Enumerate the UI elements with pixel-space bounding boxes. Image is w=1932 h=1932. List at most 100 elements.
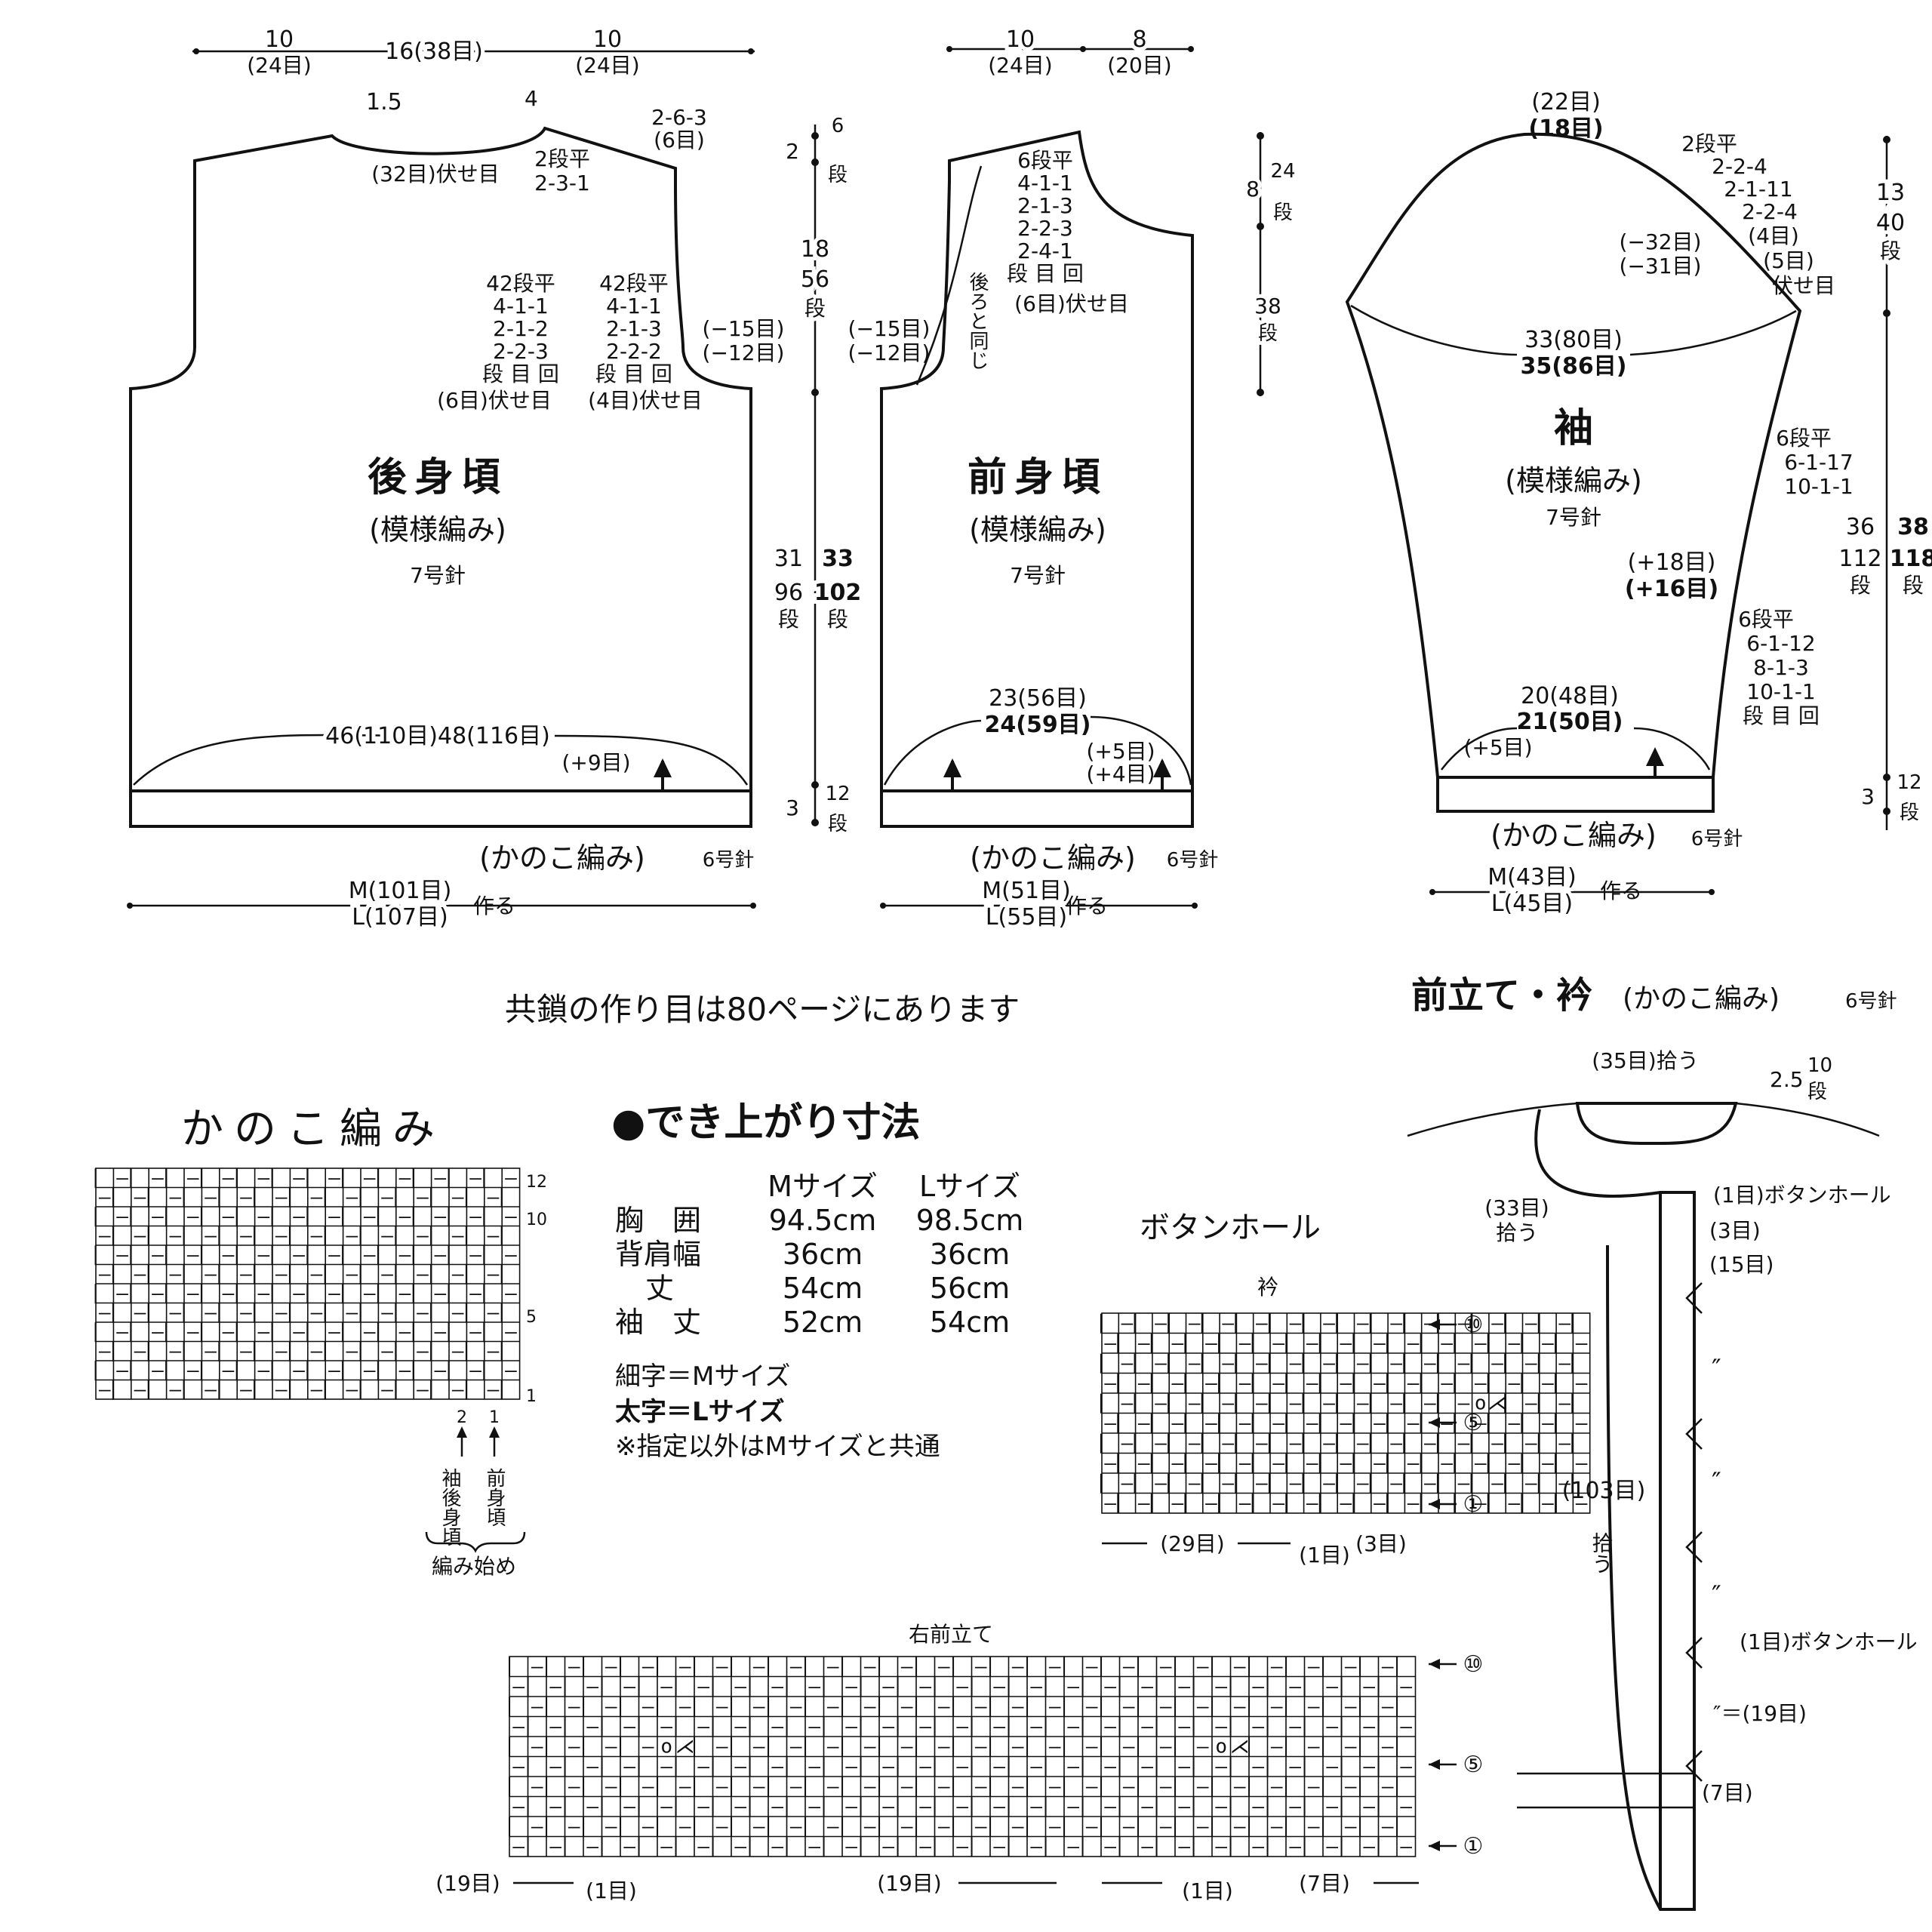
stitch-symbol: ⎸ [971, 1835, 991, 1858]
back-top-dim-3-st: (24目) [575, 53, 639, 78]
stitch-symbol: ⎸ [271, 1167, 291, 1189]
stitch-symbol: — [1441, 1452, 1453, 1475]
svg-text:12: 12 [825, 783, 850, 805]
stitch-symbol: ⎸ [1235, 1352, 1255, 1374]
stitch-symbol: ⎸ [619, 1735, 639, 1758]
stitch-symbol: — [205, 1340, 217, 1362]
stitch-symbol: ⎸ [94, 1205, 115, 1228]
stitch-symbol: ⎸ [341, 1359, 361, 1382]
stitch-symbol: — [1104, 1452, 1116, 1475]
svg-text:段 目 回: 段 目 回 [1743, 703, 1820, 728]
stitch-symbol: — [1390, 1432, 1402, 1454]
stitch-symbol: ⎸ [619, 1655, 639, 1678]
stitch-symbol: ⎸ [1235, 1472, 1255, 1494]
stitch-symbol: ⎸ [1217, 1412, 1238, 1435]
stitch-symbol: ⎸ [482, 1205, 503, 1228]
stitch-symbol: ⎸ [306, 1359, 326, 1382]
stitch-symbol: — [1160, 1775, 1172, 1798]
stitch-symbol: ⎸ [1335, 1432, 1355, 1454]
stitch-symbol: — [938, 1695, 950, 1718]
stitch-symbol: — [240, 1263, 252, 1285]
stitch-symbol: — [311, 1263, 323, 1285]
stitch-symbol: — [1155, 1352, 1167, 1374]
stitch-symbol: ⎸ [253, 1263, 273, 1285]
svg-text:段: 段 [828, 164, 848, 186]
stitch-symbol: — [1104, 1372, 1116, 1395]
collar-pick-top: (35目)拾う [1592, 1048, 1698, 1073]
stitch-symbol: — [1189, 1312, 1201, 1334]
stitch-symbol: ⎸ [1420, 1332, 1440, 1355]
stitch-symbol: ⎸ [841, 1775, 861, 1798]
stitch-symbol: — [975, 1695, 987, 1718]
stitch-symbol: ⎸ [897, 1715, 917, 1738]
stitch-symbol: ⎸ [841, 1735, 861, 1758]
stitch-symbol: — [1509, 1332, 1521, 1355]
stitch-symbol: ⎸ [601, 1715, 621, 1738]
stitch-symbol: ⎸ [508, 1815, 528, 1838]
svg-text:118: 118 [1890, 546, 1932, 572]
stitch-symbol: — [1172, 1452, 1184, 1475]
sleeve-cap-dec-m: (−32目) [1620, 229, 1702, 254]
sleeve-width-m: 33(80目) [1524, 327, 1623, 353]
stitch-symbol: ⎸ [465, 1263, 485, 1285]
stitch-symbol: — [1558, 1432, 1571, 1454]
stitch-symbol: ⎸ [1403, 1312, 1423, 1334]
stitch-symbol: — [1155, 1312, 1167, 1334]
stitch-symbol: — [275, 1301, 288, 1324]
stitch-symbol: ⎸ [183, 1263, 203, 1285]
stitch-symbol: ⎸ [1321, 1815, 1342, 1838]
stitch-symbol: — [417, 1301, 429, 1324]
stitch-symbol: — [346, 1301, 358, 1324]
stitch-symbol: ⎸ [619, 1775, 639, 1798]
stitch-symbol: ⎸ [1229, 1755, 1250, 1778]
stitch-symbol: ⎸ [1116, 1492, 1137, 1515]
stitch-symbol: ⎸ [129, 1321, 149, 1343]
stitch-symbol: — [586, 1675, 598, 1698]
body-height-dims: 2 6 段 18 56 段 31 96 段 33 102 段 3 12 段 [771, 115, 865, 835]
svg-text:2-2-2: 2-2-2 [606, 339, 662, 364]
stitch-symbol: — [1458, 1352, 1470, 1374]
stitch-symbol: — [257, 1359, 269, 1382]
stitch-symbol: — [1323, 1312, 1335, 1334]
stitch-symbol: ⎸ [1503, 1472, 1524, 1494]
sleeve-title: 袖 [1554, 406, 1593, 451]
stitch-symbol: ⎸ [1137, 1735, 1157, 1758]
svg-text:(20目): (20目) [1107, 53, 1171, 78]
stitch-symbol: ⎸ [767, 1695, 787, 1718]
stitch-symbol: — [1345, 1655, 1357, 1678]
stitch-symbol: — [1256, 1392, 1268, 1414]
stitch-symbol: — [1308, 1775, 1320, 1798]
stitch-symbol: — [1222, 1392, 1234, 1414]
stitch-symbol: — [845, 1795, 857, 1818]
stitch-symbol: — [586, 1715, 598, 1738]
svg-text:(19目): (19目) [435, 1871, 500, 1896]
stitch-symbol: — [623, 1675, 635, 1698]
stitch-symbol: ⎸ [508, 1735, 528, 1758]
stitch-symbol: ⎸ [1026, 1735, 1046, 1758]
stitch-symbol: ⎸ [1268, 1312, 1288, 1334]
stitch-symbol: — [1067, 1675, 1079, 1698]
note-common: ※指定以外はMサイズと共通 [615, 1432, 940, 1462]
stitch-symbol: — [169, 1263, 181, 1285]
stitch-symbol: — [882, 1755, 894, 1778]
stitch-symbol: ⎸ [804, 1695, 824, 1718]
stitch-symbol: ⎸ [1026, 1775, 1046, 1798]
stitch-symbol: — [1576, 1492, 1588, 1515]
stitch-symbol: — [399, 1205, 411, 1228]
stitch-symbol: — [452, 1378, 464, 1401]
stitch-symbol: — [469, 1359, 481, 1382]
stitch-symbol: — [99, 1186, 111, 1208]
stitch-symbol: — [808, 1715, 820, 1738]
svg-text:⑤: ⑤ [1463, 1410, 1484, 1436]
stitch-symbol: ⎸ [288, 1378, 309, 1401]
stitch-symbol: — [1205, 1372, 1217, 1395]
stitch-symbol: ⎸ [730, 1655, 750, 1678]
collar-needle: 6号針 [1845, 990, 1897, 1013]
svg-text:40: 40 [1876, 210, 1905, 236]
svg-text:段 目 回: 段 目 回 [482, 361, 559, 386]
stitch-symbol: — [642, 1775, 654, 1798]
stitch-symbol: ⎸ [147, 1263, 168, 1285]
stitch-symbol: — [381, 1378, 393, 1401]
stitch-symbol-k2tog: ⋌ [675, 1735, 695, 1758]
stitch-symbol: ⎸ [638, 1715, 658, 1738]
